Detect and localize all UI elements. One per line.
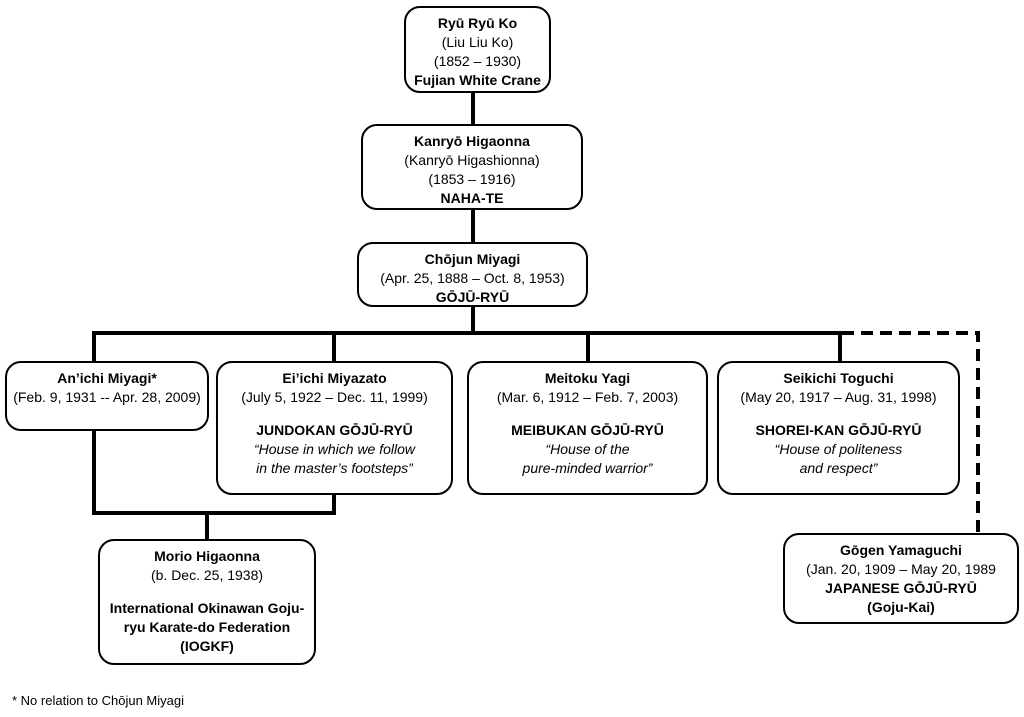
node-kanryo-higaonna: Kanryō Higaonna (Kanryō Higashionna) (18… bbox=[361, 124, 583, 210]
node-name: Meitoku Yagi bbox=[544, 370, 631, 386]
node-style: NAHA-TE bbox=[440, 190, 504, 206]
node-dates: (1853 – 1916) bbox=[428, 171, 516, 187]
node-name: Ryū Ryū Ko bbox=[437, 15, 518, 31]
node-style: MEIBUKAN GŌJŪ-RYŪ bbox=[511, 422, 664, 438]
node-dates: (Mar. 6, 1912 – Feb. 7, 2003) bbox=[496, 389, 679, 405]
node-dates: (Jan. 20, 1909 – May 20, 1989 bbox=[806, 561, 996, 577]
node-motto-line2: in the master’s footsteps” bbox=[256, 460, 413, 476]
footnote: * No relation to Chōjun Miyagi bbox=[12, 693, 184, 708]
node-name: An’ichi Miyagi* bbox=[57, 370, 157, 386]
node-style: SHOREI-KAN GŌJŪ-RYŪ bbox=[755, 422, 922, 438]
node-name: Kanryō Higaonna bbox=[414, 133, 530, 149]
node-name: Seikichi Toguchi bbox=[783, 370, 894, 386]
node-dates: (May 20, 1917 – Aug. 31, 1998) bbox=[740, 389, 937, 405]
node-name: Ei’ichi Miyazato bbox=[282, 370, 387, 386]
node-style: JAPANESE GŌJŪ-RYŪ bbox=[825, 580, 977, 596]
node-anichi-miyagi: An’ichi Miyagi* (Feb. 9, 1931 -- Apr. 28… bbox=[5, 361, 209, 431]
node-meitoku-yagi: Meitoku Yagi (Mar. 6, 1912 – Feb. 7, 200… bbox=[467, 361, 708, 495]
node-sub: (Goju-Kai) bbox=[867, 599, 935, 615]
node-name: Gōgen Yamaguchi bbox=[840, 542, 962, 558]
node-alt-name: (Liu Liu Ko) bbox=[441, 34, 514, 50]
node-org-line1: International Okinawan Goju- bbox=[109, 600, 305, 616]
node-dates: (July 5, 1922 – Dec. 11, 1999) bbox=[241, 389, 428, 405]
node-dates: (1852 – 1930) bbox=[433, 53, 522, 69]
node-eiichi-miyazato: Ei’ichi Miyazato (July 5, 1922 – Dec. 11… bbox=[216, 361, 453, 495]
node-org-line2: ryu Karate-do Federation bbox=[123, 619, 291, 635]
node-dates: (b. Dec. 25, 1938) bbox=[150, 567, 264, 583]
node-style: Fujian White Crane bbox=[414, 72, 541, 88]
node-morio-higaonna: Morio Higaonna (b. Dec. 25, 1938) Intern… bbox=[98, 539, 316, 665]
node-alt-name: (Kanryō Higashionna) bbox=[404, 152, 540, 168]
dashed-connector-gogen bbox=[842, 331, 980, 534]
node-gogen-yamaguchi: Gōgen Yamaguchi (Jan. 20, 1909 – May 20,… bbox=[783, 533, 1019, 624]
node-seikichi-toguchi: Seikichi Toguchi (May 20, 1917 – Aug. 31… bbox=[717, 361, 960, 495]
node-chojun-miyagi: Chōjun Miyagi (Apr. 25, 1888 – Oct. 8, 1… bbox=[357, 242, 588, 307]
node-org-line3: (IOGKF) bbox=[180, 638, 234, 654]
node-name: Morio Higaonna bbox=[154, 548, 260, 564]
node-ryu-ryu-ko: Ryū Ryū Ko (Liu Liu Ko) (1852 – 1930) Fu… bbox=[404, 6, 551, 93]
node-motto-line1: “House of the bbox=[545, 441, 630, 457]
node-motto-line2: pure-minded warrior” bbox=[522, 460, 653, 476]
node-dates: (Apr. 25, 1888 – Oct. 8, 1953) bbox=[380, 270, 565, 286]
node-name: Chōjun Miyagi bbox=[424, 251, 521, 267]
node-motto-line1: “House in which we follow bbox=[253, 441, 416, 457]
node-motto-line1: “House of politeness bbox=[774, 441, 903, 457]
node-style: GŌJŪ-RYŪ bbox=[435, 289, 510, 305]
node-dates: (Feb. 9, 1931 -- Apr. 28, 2009) bbox=[13, 389, 201, 405]
node-style: JUNDOKAN GŌJŪ-RYŪ bbox=[256, 422, 413, 438]
node-motto-line2: and respect” bbox=[799, 460, 878, 476]
